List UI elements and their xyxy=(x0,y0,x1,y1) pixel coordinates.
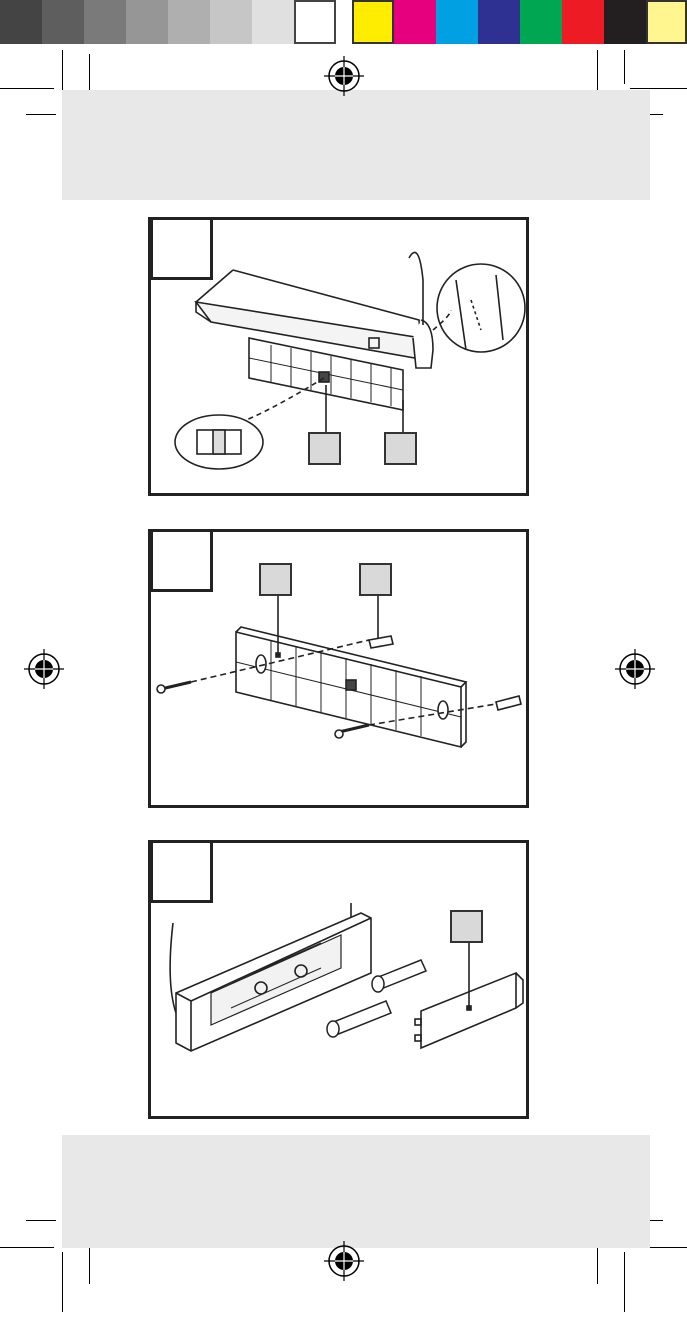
crop-mark xyxy=(26,114,56,115)
magenta-swatch xyxy=(394,0,436,44)
registration-mark-left xyxy=(24,649,64,689)
crop-mark xyxy=(62,50,63,96)
yellow-swatch xyxy=(352,0,394,44)
registration-mark-top xyxy=(324,56,364,96)
crop-mark xyxy=(0,88,54,89)
part-callout-label xyxy=(359,563,392,596)
grey-swatch-3 xyxy=(84,0,126,44)
blue-swatch xyxy=(478,0,520,44)
registration-mark-right xyxy=(615,649,655,689)
crop-mark xyxy=(597,50,598,96)
black-swatch xyxy=(604,0,646,44)
part-callout-label xyxy=(259,563,292,596)
grey-swatch-2 xyxy=(42,0,84,44)
grey-swatch-6 xyxy=(210,0,252,44)
grey-swatch-7 xyxy=(252,0,294,44)
crop-mark xyxy=(624,1252,625,1312)
green-swatch xyxy=(520,0,562,44)
crop-mark xyxy=(630,1247,687,1248)
red-swatch xyxy=(562,0,604,44)
grey-swatch-5 xyxy=(168,0,210,44)
figure-panel-1 xyxy=(148,217,529,496)
cyan-swatch xyxy=(436,0,478,44)
crop-mark xyxy=(62,1252,63,1312)
crop-mark xyxy=(597,1240,598,1284)
crop-mark xyxy=(89,54,90,98)
figure-panel-3 xyxy=(148,840,529,1119)
crop-mark xyxy=(624,50,625,84)
battery-insertion-illustration xyxy=(169,903,524,1052)
mounting-plate-alignment-illustration xyxy=(174,251,526,470)
part-callout-label xyxy=(450,910,483,943)
registration-mark-bottom xyxy=(324,1241,364,1281)
grey-swatch-4 xyxy=(126,0,168,44)
crop-mark xyxy=(26,1220,56,1221)
grey-swatch-1 xyxy=(0,0,42,44)
crop-mark xyxy=(0,1247,54,1248)
step-number-box-2 xyxy=(150,529,213,592)
top-grey-band xyxy=(62,90,650,200)
part-callout-label xyxy=(384,432,417,465)
crop-mark xyxy=(630,88,687,89)
crop-mark xyxy=(89,1240,90,1284)
bottom-grey-band xyxy=(62,1135,650,1248)
light-yellow-swatch xyxy=(646,0,687,44)
step-number-box-3 xyxy=(150,840,213,903)
grey-swatch-8 xyxy=(294,0,336,44)
step-number-box-1 xyxy=(150,217,213,280)
wall-screw-fixing-illustration xyxy=(156,594,522,749)
part-callout-label xyxy=(308,432,341,465)
